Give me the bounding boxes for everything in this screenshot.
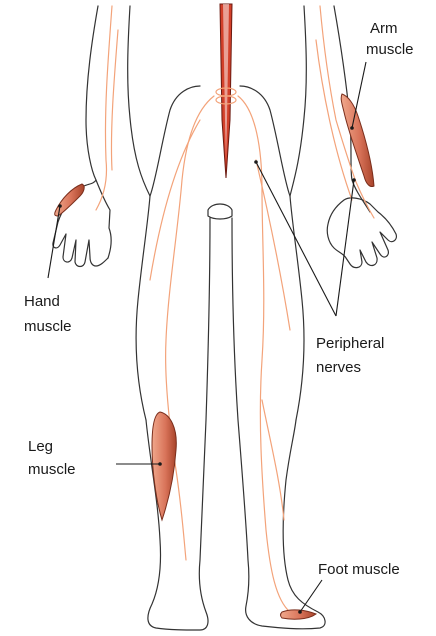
hand-leader [48, 206, 60, 278]
left-arm-outer-contour [86, 6, 111, 258]
leg-label-line1: Leg [28, 438, 53, 455]
foot-leader [300, 580, 322, 612]
foot-label: Foot muscle [318, 561, 400, 578]
right-hand-outline [327, 198, 396, 268]
left-arm-inner-contour [128, 6, 150, 196]
torso-left-contour [150, 86, 200, 196]
foot-muscle-shape [281, 610, 317, 619]
leg-muscle-shape [152, 412, 176, 520]
right-arm-inner-contour [290, 6, 306, 196]
peripheral-leader-2 [336, 180, 354, 316]
right-leg-inner [232, 218, 325, 629]
arm-muscle-shape [341, 94, 374, 187]
arm-label-line2: muscle [366, 41, 414, 58]
peripheral-leader-1 [256, 162, 336, 316]
hips-right [290, 196, 304, 420]
crotch [208, 204, 232, 219]
arm-label-line1: Arm [370, 20, 398, 37]
leg-label-line2: muscle [28, 461, 76, 478]
labels: Arm muscle Hand muscle Peripheral nerves… [24, 20, 414, 578]
hand-label-line2: muscle [24, 318, 72, 335]
hips-left [136, 196, 150, 420]
muscles [55, 94, 374, 619]
spinal-cord [216, 4, 236, 178]
peripheral-label-line1: Peripheral [316, 335, 384, 352]
hand-label-line1: Hand [24, 293, 60, 310]
peripheral-label-line2: nerves [316, 359, 361, 376]
